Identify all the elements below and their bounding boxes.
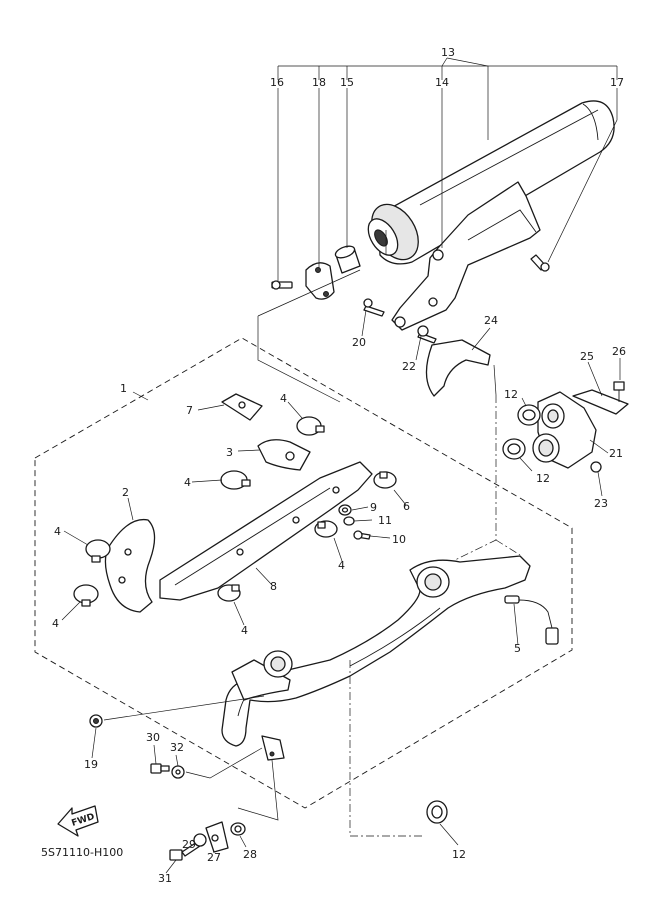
callout-18: 18 [312, 76, 326, 89]
callout-5: 5 [514, 642, 521, 655]
callout-15: 15 [340, 76, 354, 89]
callout-17: 17 [610, 76, 624, 89]
callout-16: 16 [270, 76, 284, 89]
callout-4-c: 4 [54, 525, 61, 538]
callout-30: 30 [146, 731, 160, 744]
damper-28 [230, 822, 246, 836]
callout-4-d: 4 [52, 617, 59, 630]
gasket-12-middle [502, 438, 526, 460]
gasket-12-upper [517, 404, 541, 426]
diagram-code: 5S71110-H100 [41, 846, 123, 859]
bolt-20 [363, 298, 385, 317]
cover-25 [572, 389, 629, 415]
callout-25: 25 [580, 350, 594, 363]
exhaust-joint-21 [532, 391, 597, 469]
band-6 [373, 471, 397, 489]
callout-11: 11 [378, 514, 392, 527]
band-4-f [217, 584, 241, 602]
protector-8 [159, 461, 373, 601]
callout-12-lower: 12 [452, 848, 466, 861]
callout-20: 20 [352, 336, 366, 349]
fwd-arrow [57, 805, 99, 837]
callout-22: 22 [402, 360, 416, 373]
collar-9 [338, 504, 352, 516]
bolt-16 [271, 280, 293, 290]
callout-31: 31 [158, 872, 172, 885]
callout-4-e: 4 [338, 559, 345, 572]
callout-3: 3 [226, 446, 233, 459]
callout-6: 6 [403, 500, 410, 513]
muffler-bolt-17 [530, 254, 550, 272]
callout-21: 21 [609, 447, 623, 460]
bolt-30 [150, 763, 170, 774]
gasket-15 [334, 245, 361, 274]
protector-2 [104, 518, 156, 613]
washer-32 [171, 765, 185, 779]
heat-protector-24 [425, 339, 491, 397]
screw-10 [353, 530, 371, 540]
band-4-a [296, 416, 325, 436]
nut-23 [590, 461, 602, 473]
callout-24: 24 [484, 314, 498, 327]
gasket-12-lower [426, 800, 448, 824]
callout-4-b: 4 [184, 476, 191, 489]
callout-14: 14 [435, 76, 449, 89]
callout-4-a: 4 [280, 392, 287, 405]
protector-7 [221, 393, 263, 421]
callout-19: 19 [84, 758, 98, 771]
callout-29: 29 [182, 838, 196, 851]
callout-28: 28 [243, 848, 257, 861]
group-boundary-1 [34, 337, 573, 809]
exhaust-pipe [221, 555, 531, 761]
bracket-27 [205, 821, 229, 853]
callout-13: 13 [441, 46, 455, 59]
sensor-5 [504, 595, 559, 645]
collar-29 [193, 833, 207, 847]
callout-4-f: 4 [241, 624, 248, 637]
protector-3 [257, 439, 311, 471]
callout-10: 10 [392, 533, 406, 546]
callout-8: 8 [270, 580, 277, 593]
callout-1: 1 [120, 382, 127, 395]
muffler [367, 100, 615, 265]
band-4-e [314, 520, 338, 538]
bolt-22 [417, 325, 437, 344]
clamp-18 [305, 262, 335, 300]
callout-2: 2 [122, 486, 129, 499]
callout-9: 9 [370, 501, 377, 514]
callout-32: 32 [170, 741, 184, 754]
band-4-b [220, 470, 251, 490]
band-4-d [73, 584, 99, 607]
callout-27: 27 [207, 851, 221, 864]
callout-7: 7 [186, 404, 193, 417]
band-4-c [85, 539, 111, 563]
nut-19 [89, 714, 103, 728]
callout-23: 23 [594, 497, 608, 510]
washer-11 [343, 516, 355, 526]
bolt-26 [613, 381, 625, 402]
callout-12-upper: 12 [504, 388, 518, 401]
callout-12-middle: 12 [536, 472, 550, 485]
callout-26: 26 [612, 345, 626, 358]
muffler-bracket [391, 181, 541, 331]
